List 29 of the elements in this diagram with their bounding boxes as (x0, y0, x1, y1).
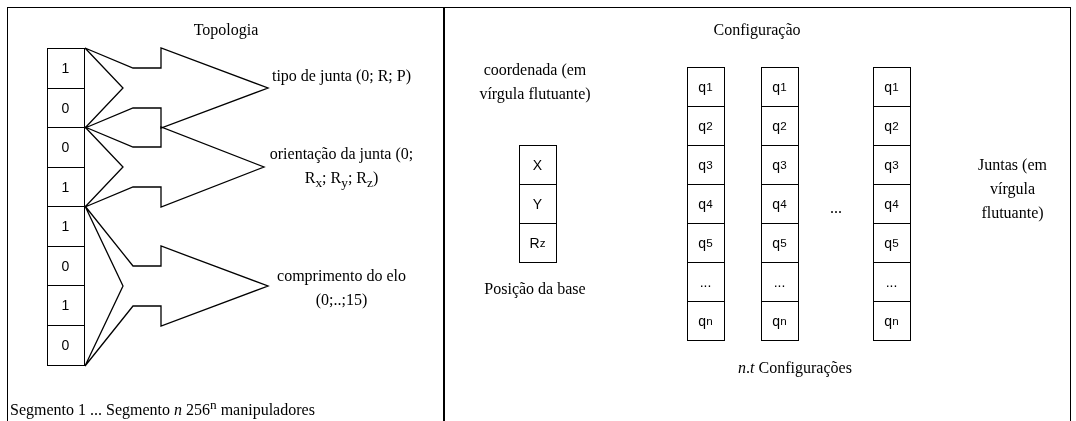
bit-cell: 0 (46, 87, 85, 128)
bit-cell: 0 (46, 324, 85, 366)
panel (7, 7, 445, 421)
bit-cell: 0 (46, 126, 85, 168)
bit-cell: 1 (46, 47, 85, 89)
joints-label: Juntas (em vírgula flutuante) (977, 155, 1048, 223)
description-text: comprimento do elo (0;..;15) (261, 263, 422, 312)
block-arrow (84, 205, 270, 367)
description-text: orientação da junta (0; R$_{x}$; R$_{y}$; R$_{z}$) (257, 141, 426, 195)
coordinate-label: coordenada (em vírgula flutuante) (478, 60, 592, 105)
coordinate-cell: Y (518, 183, 557, 224)
bit-cell: 1 (46, 166, 85, 207)
bit-cell: 1 (46, 205, 85, 247)
bit-cell: 0 (46, 245, 85, 286)
joint-cell: ... (872, 261, 911, 302)
panel-title: Configuração (712, 21, 802, 39)
description-text: tipo de junta (0; R; P) (261, 63, 422, 88)
footer-text: Segmento 1 ... Segmento n 256$^{n}$ manipuladores (10, 396, 315, 421)
joint-cell: ... (686, 261, 725, 302)
configurations-label: n.t Configurações (737, 358, 853, 379)
ellipsis: ... (829, 198, 843, 218)
joint-cell: ... (760, 261, 799, 302)
base-position-label: Posição da base (483, 279, 587, 300)
bit-cell: 1 (46, 284, 85, 326)
panel (443, 7, 1071, 421)
block-arrow (84, 126, 266, 208)
panel-title: Topologia (192, 21, 260, 39)
block-arrow (84, 47, 270, 129)
coordinate-cell: X (518, 144, 557, 185)
